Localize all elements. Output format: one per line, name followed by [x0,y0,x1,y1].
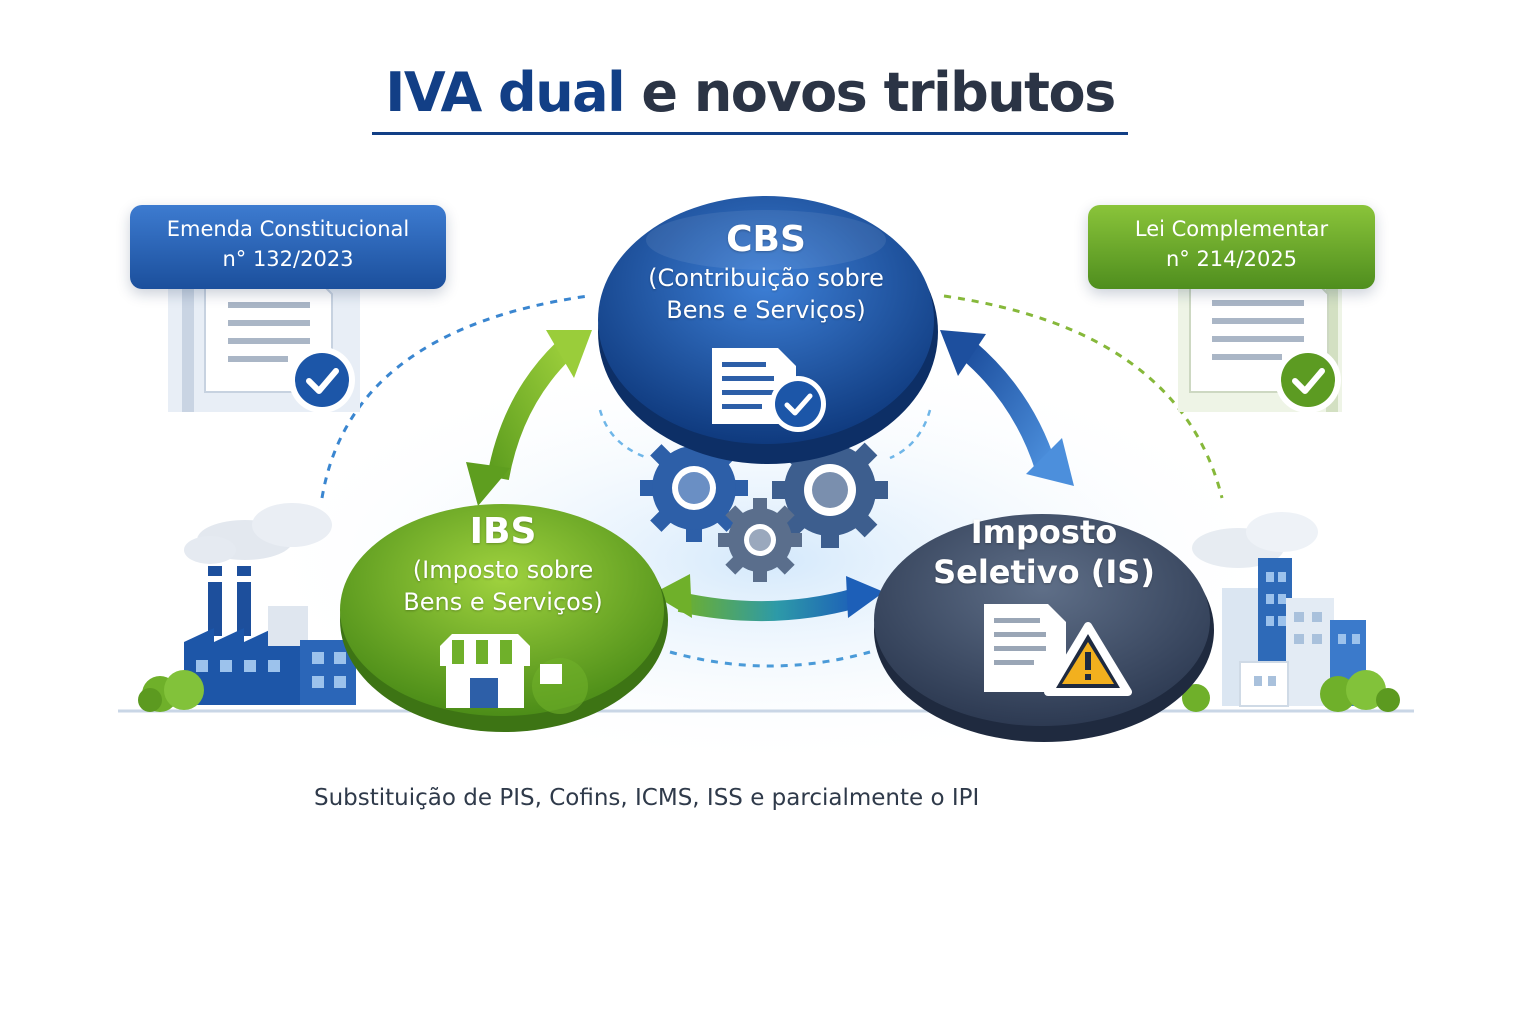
title-highlight: IVA dual [385,61,625,124]
cbs-node [598,196,938,464]
store-icon [440,634,588,714]
title-underline [372,132,1128,135]
badge-line-1: Emenda Constitucional [166,217,410,241]
lei-complementar-badge: Lei Complementar n° 214/2025 [1088,205,1375,289]
is-title-line-1: Imposto [970,513,1118,551]
cbs-subtitle-line-1: (Contribuição sobre [648,264,884,292]
document-warning-icon [984,604,1132,696]
city-buildings-icon [1182,512,1400,712]
caption: Substituição de PIS, Cofins, ICMS, ISS e… [314,785,980,811]
arrow-ibs-cbs [466,330,592,506]
gears-icon [640,432,888,582]
ibs-subtitle-line-1: (Imposto sobre [412,556,594,584]
ibs-subtitle-line-2: Bens e Serviços) [403,588,603,616]
arrow-cbs-is [940,330,1074,486]
is-title-line-2: Seletivo (IS) [933,553,1155,591]
emenda-constitucional-badge: Emenda Constitucional n° 132/2023 [130,205,446,289]
dashed-connector-right [943,294,1224,499]
dashed-connector-left [320,294,589,499]
cbs-label: CBS (Contribuição sobre Bens e Serviços) [600,218,932,326]
badge-line-2: n° 214/2025 [1165,247,1298,271]
arrow-ibs-is [652,574,884,622]
cbs-subtitle-line-2: Bens e Serviços) [666,296,866,324]
badge-line-2: n° 132/2023 [222,247,354,271]
document-check-icon [712,348,826,432]
document-check-icon [168,279,360,413]
badge-line-1: Lei Complementar [1134,217,1329,241]
cbs-title: CBS [726,219,806,260]
ibs-label: IBS (Imposto sobre Bens e Serviços) [340,510,666,618]
document-check-icon [1178,279,1342,413]
title-rest: e novos tributos [641,61,1116,124]
ibs-title: IBS [469,511,537,552]
dashed-connector-inner-left [598,409,649,460]
dashed-connector-bottom [669,650,871,668]
factory-icon [138,503,356,712]
page-title: IVA dual e novos tributos [372,58,1128,135]
is-label: Imposto Seletivo (IS) [876,512,1212,592]
